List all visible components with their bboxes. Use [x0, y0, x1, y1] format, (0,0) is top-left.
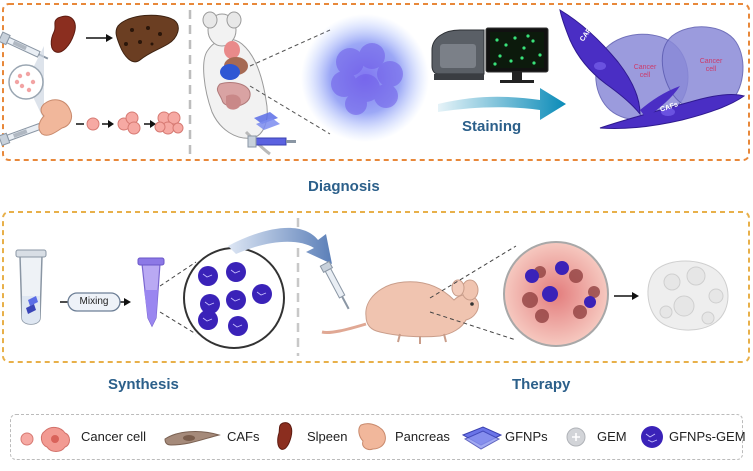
mixing-pill — [67, 292, 121, 312]
treated-mouse-icon — [321, 279, 479, 344]
legend-pancreas: Pancreas — [395, 429, 450, 444]
synthesis-title: Synthesis — [108, 376, 179, 393]
tube-icon — [15, 249, 47, 325]
cancer-cell-icon — [20, 426, 70, 452]
tumor-stage-2 — [117, 111, 141, 135]
injection-syringe-icon — [319, 260, 350, 310]
imaging-device-icon — [431, 29, 485, 80]
stained-cells — [559, 8, 746, 130]
legend: Cancer cell CAFs Slpeen Pancreas GFNPs G… — [10, 414, 746, 460]
gfnp-sheet-icon — [461, 426, 503, 450]
therapy-arc-arrow — [228, 227, 332, 264]
lower-panel-border — [2, 211, 750, 363]
destroyed-tumor — [647, 260, 729, 331]
therapy-title: Therapy — [512, 376, 571, 393]
gfnp-injection — [247, 112, 296, 148]
cancer-cell-label-2: Cancer cell — [699, 58, 723, 73]
pancreas-icon — [358, 423, 386, 450]
diagnosis-panel-border — [2, 3, 750, 161]
gem-icon — [566, 427, 586, 447]
diagnosis-title: Diagnosis — [308, 178, 380, 195]
gfnps-gem-particles — [198, 262, 272, 336]
mixing-label: Mixing — [79, 296, 109, 307]
monitor-icon — [485, 27, 549, 83]
legend-cancer-cell: Cancer cell — [81, 429, 147, 444]
gfnps-gem-icon — [641, 426, 663, 448]
mouse-anatomy-icon — [202, 11, 271, 156]
pancreas-icon — [38, 99, 73, 136]
legend-gfnps-gem: GFNPs-GEM — [669, 429, 746, 444]
gfnps-gem-tube-icon — [137, 257, 165, 328]
legend-gfnps: GFNPs — [505, 429, 548, 444]
staining-arrow — [438, 88, 566, 120]
staining-label: Staining — [462, 118, 522, 135]
legend-cafs: CAFs — [227, 429, 260, 444]
legend-spleen: Slpeen — [307, 429, 348, 444]
cancer-cell-label-1: Cancer cell — [633, 64, 657, 79]
legend-gem: GEM — [597, 429, 627, 444]
spleen-icon — [50, 15, 76, 53]
syringe-top-icon — [0, 31, 49, 60]
tumor-stage-3 — [154, 111, 184, 135]
spleen-icon — [277, 422, 293, 450]
tumor-stage-1 — [86, 117, 100, 131]
caf-icon — [164, 431, 221, 446]
cell-suspension-icon — [8, 64, 44, 100]
liver-icon — [115, 14, 179, 63]
